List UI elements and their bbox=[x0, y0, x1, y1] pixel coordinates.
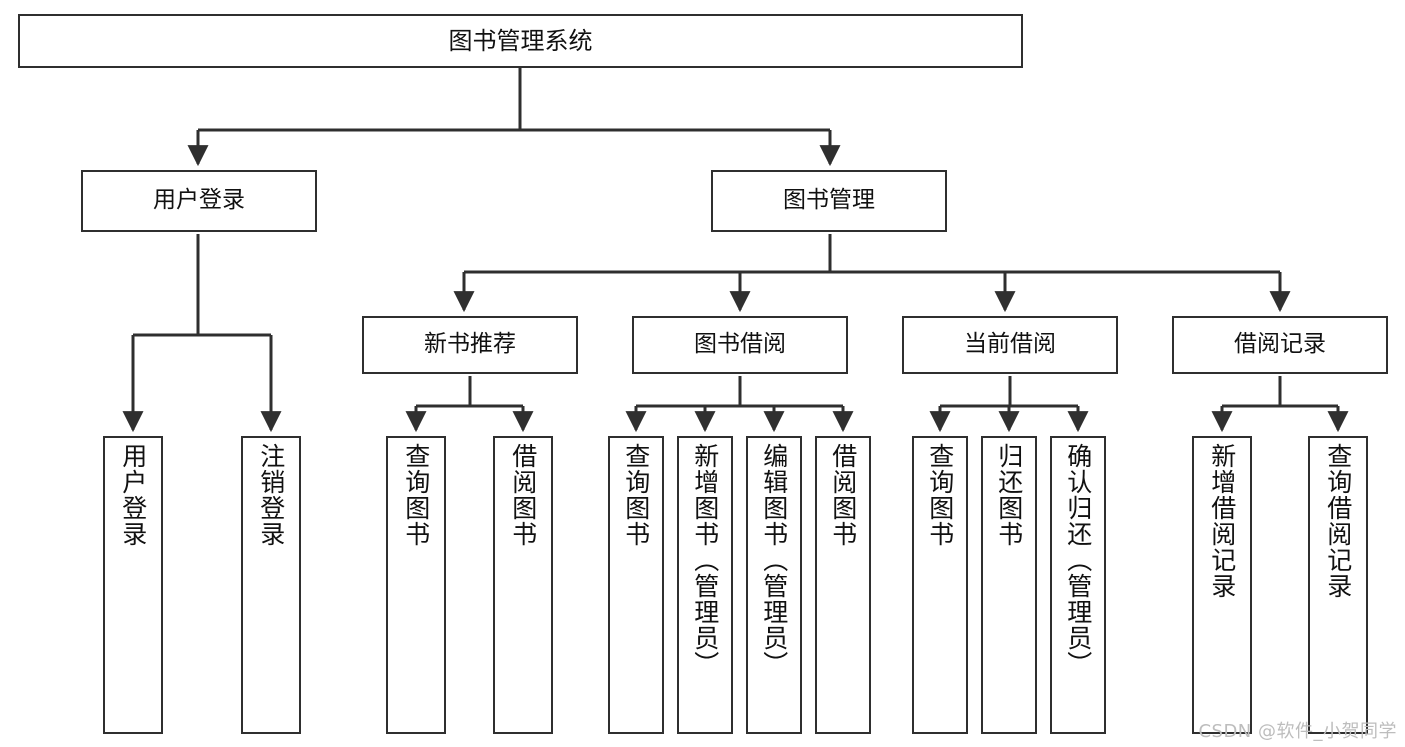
node-leaf-query-book-3[interactable]: 查询图书 bbox=[912, 436, 968, 734]
node-book-borrow-label: 图书借阅 bbox=[694, 331, 786, 358]
node-leaf-query-record[interactable]: 查询借阅记录 bbox=[1308, 436, 1368, 734]
node-leaf-confirm-return[interactable]: 确认归还（管理员） bbox=[1050, 436, 1106, 734]
node-leaf-edit-book[interactable]: 编辑图书（管理员） bbox=[746, 436, 802, 734]
node-borrow-record[interactable]: 借阅记录 bbox=[1172, 316, 1388, 374]
node-leaf-user-login-label: 用户登录 bbox=[118, 443, 148, 547]
node-new-book-rec-label: 新书推荐 bbox=[424, 331, 516, 358]
node-leaf-query-record-label: 查询借阅记录 bbox=[1323, 443, 1353, 599]
node-leaf-add-book-label: 新增图书（管理员） bbox=[690, 443, 720, 677]
node-book-manage[interactable]: 图书管理 bbox=[711, 170, 947, 232]
node-leaf-query-book-3-label: 查询图书 bbox=[925, 443, 955, 547]
node-leaf-add-record-label: 新增借阅记录 bbox=[1207, 443, 1237, 599]
node-leaf-borrow-book-1-label: 借阅图书 bbox=[508, 443, 538, 547]
node-leaf-query-book-1-label: 查询图书 bbox=[401, 443, 431, 547]
node-leaf-add-book[interactable]: 新增图书（管理员） bbox=[677, 436, 733, 734]
node-root[interactable]: 图书管理系统 bbox=[18, 14, 1023, 68]
node-leaf-query-book-1[interactable]: 查询图书 bbox=[386, 436, 446, 734]
node-leaf-borrow-book-1[interactable]: 借阅图书 bbox=[493, 436, 553, 734]
node-borrow-record-label: 借阅记录 bbox=[1234, 331, 1326, 358]
node-leaf-borrow-book-2[interactable]: 借阅图书 bbox=[815, 436, 871, 734]
node-leaf-query-book-2-label: 查询图书 bbox=[621, 443, 651, 547]
node-leaf-logout[interactable]: 注销登录 bbox=[241, 436, 301, 734]
node-current-borrow-label: 当前借阅 bbox=[964, 331, 1056, 358]
node-leaf-confirm-return-label: 确认归还（管理员） bbox=[1063, 443, 1093, 677]
node-leaf-add-record[interactable]: 新增借阅记录 bbox=[1192, 436, 1252, 734]
node-root-label: 图书管理系统 bbox=[448, 26, 593, 55]
node-leaf-logout-label: 注销登录 bbox=[256, 443, 286, 547]
node-user-login[interactable]: 用户登录 bbox=[81, 170, 317, 232]
node-book-borrow[interactable]: 图书借阅 bbox=[632, 316, 848, 374]
node-leaf-borrow-book-2-label: 借阅图书 bbox=[828, 443, 858, 547]
node-book-manage-label: 图书管理 bbox=[783, 187, 875, 214]
node-leaf-return-book-label: 归还图书 bbox=[994, 443, 1024, 547]
node-user-login-label: 用户登录 bbox=[153, 187, 245, 214]
node-leaf-return-book[interactable]: 归还图书 bbox=[981, 436, 1037, 734]
node-current-borrow[interactable]: 当前借阅 bbox=[902, 316, 1118, 374]
node-leaf-user-login[interactable]: 用户登录 bbox=[103, 436, 163, 734]
node-new-book-rec[interactable]: 新书推荐 bbox=[362, 316, 578, 374]
node-leaf-edit-book-label: 编辑图书（管理员） bbox=[759, 443, 789, 677]
node-leaf-query-book-2[interactable]: 查询图书 bbox=[608, 436, 664, 734]
